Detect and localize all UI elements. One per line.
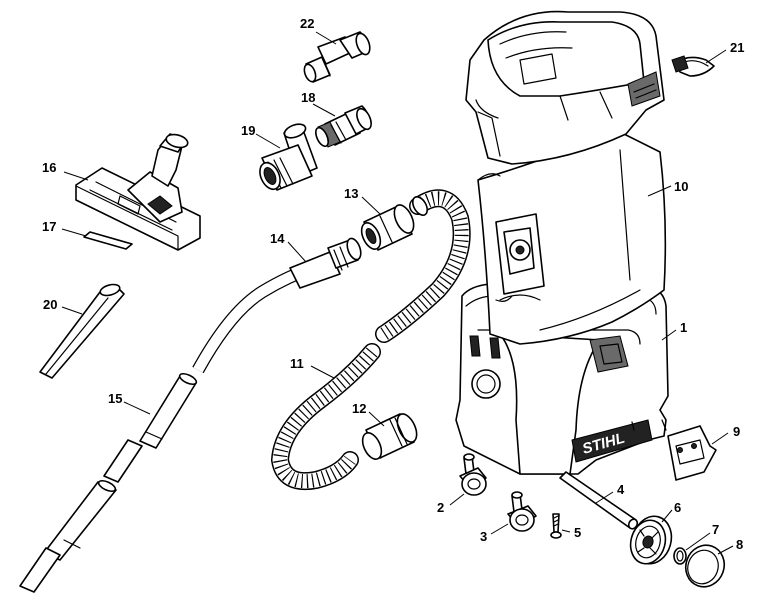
part-12-connector [361, 413, 418, 460]
part-6-wheel [629, 515, 673, 565]
part-3-caster [507, 491, 537, 532]
part-5-screw [550, 513, 562, 539]
callouts: 22 18 19 21 16 17 20 15 14 11 13 12 10 1… [42, 16, 744, 552]
callout-10: 10 [674, 179, 688, 194]
callout-20: 20 [43, 297, 57, 312]
callout-17: 17 [42, 219, 56, 234]
callout-12: 12 [352, 401, 366, 416]
part-21-clip [671, 55, 715, 77]
callout-16: 16 [42, 160, 56, 175]
part-13-connector [360, 204, 415, 251]
part-2-caster [459, 453, 487, 496]
part-20-crevice-tool [39, 283, 125, 379]
part-4-axle [559, 471, 639, 530]
callout-3: 3 [480, 529, 487, 544]
callout-7: 7 [712, 522, 719, 537]
callout-4: 4 [617, 482, 625, 497]
part-11-hose [270, 189, 471, 490]
callout-13: 13 [344, 186, 358, 201]
callout-8: 8 [736, 537, 743, 552]
callout-22: 22 [300, 16, 314, 31]
callout-5: 5 [574, 525, 581, 540]
callout-2: 2 [437, 500, 444, 515]
callout-19: 19 [241, 123, 255, 138]
part-15-tubes [19, 372, 198, 593]
callout-6: 6 [674, 500, 681, 515]
leader-lines [61, 31, 734, 555]
callout-9: 9 [733, 424, 740, 439]
callout-15: 15 [108, 391, 122, 406]
part-17-strip [83, 231, 133, 250]
callout-11: 11 [290, 356, 304, 371]
part-16-floor-nozzle [75, 133, 201, 251]
part-22-adapter [303, 31, 371, 83]
callout-14: 14 [270, 231, 285, 246]
callout-1: 1 [680, 320, 687, 335]
part-8-cap [684, 544, 726, 588]
part-7-ring [673, 547, 687, 565]
part-19-reducer [259, 123, 318, 191]
part-9-bracket [667, 425, 717, 481]
callout-21: 21 [730, 40, 744, 55]
callout-18: 18 [301, 90, 315, 105]
part-18-adapter [315, 105, 372, 148]
part-14-handle [192, 237, 362, 374]
lid [465, 10, 665, 165]
part-10-filter-bag [477, 129, 667, 345]
